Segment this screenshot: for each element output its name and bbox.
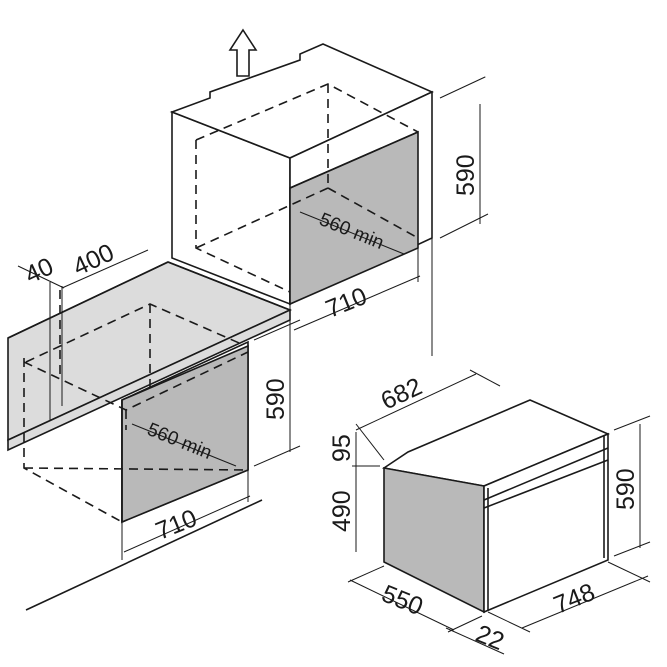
oven-front-thickness-dimension: 22 (445, 620, 508, 656)
oven-front-thickness-label: 22 (472, 620, 508, 656)
column-height-label: 590 (452, 154, 480, 196)
column-height-dimension: 590 (439, 76, 489, 239)
oven-depth-label: 682 (377, 372, 427, 415)
under-counter-height-dimension: 590 (253, 319, 301, 467)
oven-width-label: 748 (550, 578, 599, 620)
up-arrow-icon (228, 28, 258, 77)
under-counter-width-label: 710 (152, 504, 201, 546)
column-width-label: 710 (322, 282, 371, 324)
under-counter-housing (23, 340, 263, 611)
oven-appliance (381, 399, 611, 614)
under-counter-height-label: 590 (262, 378, 290, 420)
oven-body-height-label: 490 (328, 490, 356, 532)
oven-side-depth-label: 550 (378, 580, 427, 622)
oven-panel-height-label: 95 (328, 434, 356, 462)
worktop (7, 261, 293, 452)
depth-top-label: 400 (69, 238, 119, 281)
oven-height-dimension: 590 (612, 415, 651, 557)
oven-height-label: 590 (612, 468, 640, 510)
gap-front-label: 40 (21, 252, 58, 289)
oven-panel-dimensions: 95 490 (328, 432, 380, 552)
